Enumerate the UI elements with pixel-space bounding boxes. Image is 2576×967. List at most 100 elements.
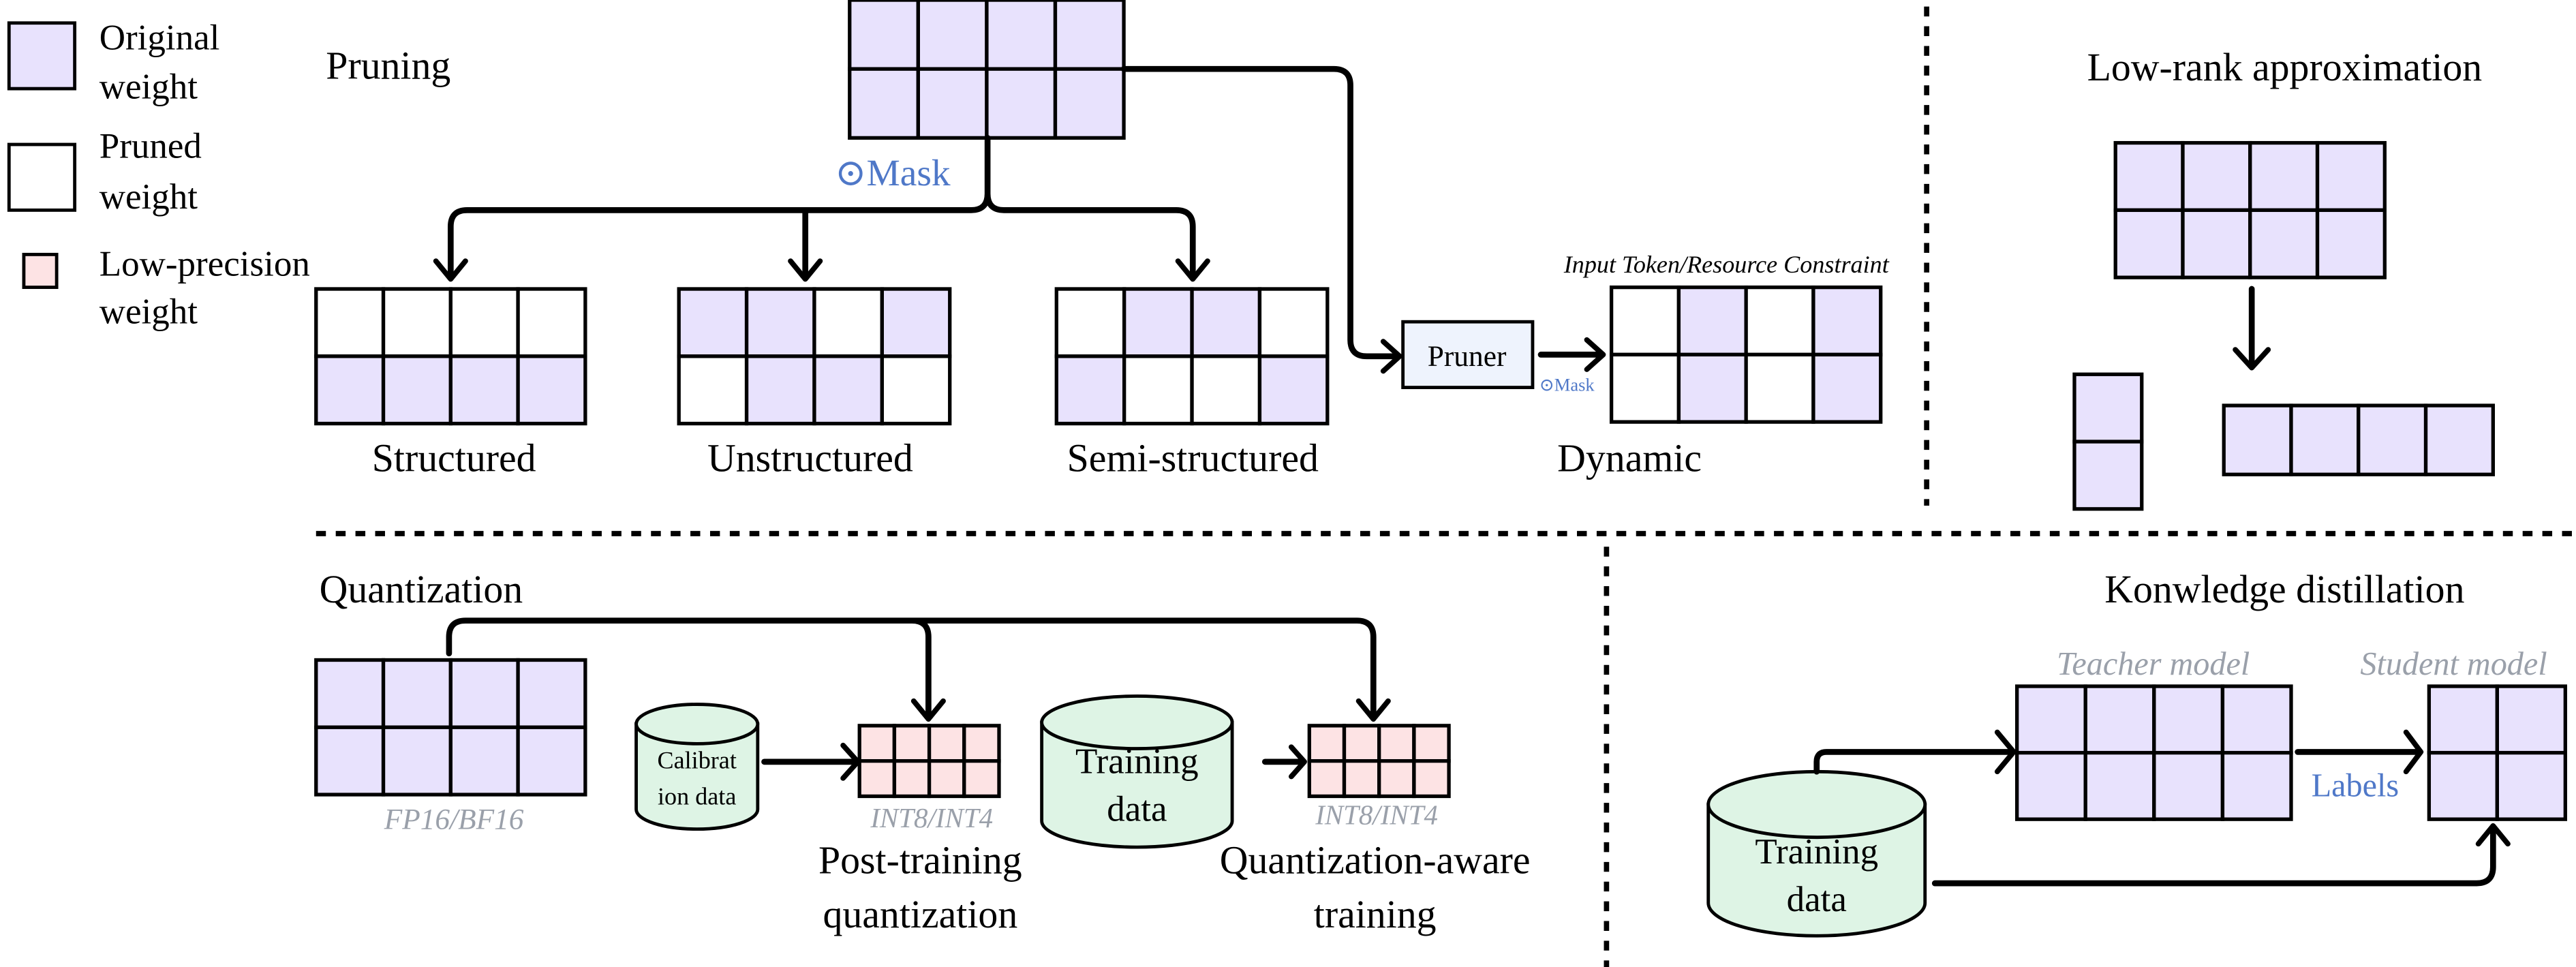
arrowhead-semi-structured: [1175, 258, 1210, 282]
weight-cell: [448, 658, 520, 729]
pruned-weight-cell: [880, 354, 952, 426]
pruning-branch-arrows: [447, 135, 1196, 279]
pruned-weight-cell: [381, 287, 453, 358]
weight-cell: [2113, 140, 2185, 213]
arrowhead-student-up: [2475, 823, 2511, 847]
weight-cell: [1307, 724, 1347, 763]
label-semi-structured: Semi-structured: [1067, 435, 1319, 480]
weight-cell: [1676, 352, 1748, 424]
weight-cell: [892, 758, 932, 799]
weight-cell: [857, 724, 897, 763]
legend-swatch-original: [7, 21, 77, 91]
legend-original-line2: weight: [99, 67, 198, 107]
weight-cell: [516, 354, 587, 426]
pruned-weight-cell: [677, 354, 749, 426]
weight-cell: [985, 0, 1058, 71]
quant-training-label-line2: data: [1107, 790, 1167, 829]
weight-cell: [2423, 403, 2495, 476]
pruned-weight-cell: [314, 287, 386, 358]
weight-cell: [516, 658, 587, 729]
weight-cell: [2427, 750, 2500, 821]
arrowhead-low-rank: [2233, 347, 2271, 371]
weight-cell: [677, 287, 749, 358]
arrowhead-qat-training: [1288, 744, 1307, 780]
ptq-grid: [857, 724, 1001, 799]
weight-cell: [314, 354, 386, 426]
weight-cell: [916, 67, 989, 140]
legend-low-precision-line1: Low-precision: [99, 245, 310, 284]
weight-cell: [1811, 285, 1883, 357]
arrowhead-qat: [1355, 698, 1391, 722]
weight-cell: [1342, 758, 1381, 799]
teacher-model-grid: [2015, 684, 2293, 821]
weight-cell: [2113, 208, 2185, 279]
weight-cell: [2072, 372, 2144, 444]
cylinder-body: [634, 722, 760, 831]
pruned-weight-cell: [1054, 287, 1126, 358]
weight-cell: [2220, 684, 2293, 755]
weight-cell: [2083, 750, 2156, 821]
weight-cell: [2222, 403, 2293, 476]
label-unstructured: Unstructured: [707, 435, 913, 480]
distillation-title: Konwledge distillation: [2104, 567, 2464, 611]
legend-pruned-line1: Pruned: [99, 126, 202, 166]
legend-low-precision-line2: weight: [99, 292, 198, 332]
weight-cell: [812, 354, 884, 426]
weight-cell: [2181, 208, 2252, 279]
low-rank-source-grid: [2113, 140, 2387, 279]
pruned-weight-cell: [1122, 354, 1194, 426]
student-model-label: Student model: [2360, 646, 2547, 682]
pruning-mask-label: ⊙Mask: [835, 152, 951, 194]
weight-cell: [2072, 440, 2144, 511]
low-rank-title: Low-rank approximation: [2087, 45, 2483, 89]
weight-cell: [2015, 750, 2087, 821]
qat-label-line2: training: [1314, 892, 1437, 936]
student-model-grid: [2427, 684, 2567, 821]
pruned-weight-cell: [1190, 354, 1262, 426]
weight-cell: [927, 758, 966, 799]
weight-cell: [516, 725, 587, 797]
weight-cell: [448, 725, 520, 797]
pruned-weight-cell: [1744, 285, 1815, 357]
legend-swatch-pruned: [7, 142, 77, 212]
labels-text: Labels: [2312, 767, 2399, 803]
weight-cell: [2427, 684, 2500, 755]
teacher-model-label: Teacher model: [2057, 646, 2250, 682]
arrowhead-structured: [433, 258, 468, 282]
calibration-data-cylinder: [634, 703, 760, 831]
weight-cell: [2152, 684, 2225, 755]
weight-cell: [962, 724, 1001, 763]
arrowhead-student: [2403, 729, 2424, 775]
weight-cell: [2083, 684, 2156, 755]
training-data-cylinder-distillation: [1706, 769, 1927, 938]
weight-cell: [381, 725, 453, 797]
weight-cell: [2248, 140, 2320, 213]
weight-cell: [985, 67, 1058, 140]
arrowhead-to-pruner: [1380, 339, 1402, 374]
weight-cell: [1054, 354, 1126, 426]
pruned-weight-cell: [1744, 352, 1815, 424]
weight-cell: [1412, 758, 1451, 799]
weight-cell: [2315, 208, 2387, 279]
dynamic-grid: [1609, 285, 1883, 424]
weight-cell: [2289, 403, 2361, 476]
semi-structured-grid: [1054, 287, 1330, 426]
weight-cell: [857, 758, 897, 799]
quantization-branch-arrows: [446, 617, 1377, 719]
weight-cell: [744, 287, 816, 358]
cylinder-body: [1706, 803, 1927, 938]
arrowhead-to-dynamic: [1584, 337, 1606, 372]
fp16-label: FP16/BF16: [384, 803, 524, 836]
pruned-weight-cell: [1609, 285, 1681, 357]
qat-grid: [1307, 724, 1451, 799]
weight-cell: [1257, 354, 1330, 426]
pruned-weight-cell: [1609, 352, 1681, 424]
weight-cell: [2248, 208, 2320, 279]
legend-pruned-line2: weight: [99, 177, 198, 217]
ptq-precision: INT8/INT4: [870, 803, 993, 833]
structured-grid: [314, 287, 587, 426]
pruned-weight-cell: [448, 287, 520, 358]
pruned-weight-cell: [516, 287, 587, 358]
training-to-student-arrow: [1931, 827, 2496, 887]
